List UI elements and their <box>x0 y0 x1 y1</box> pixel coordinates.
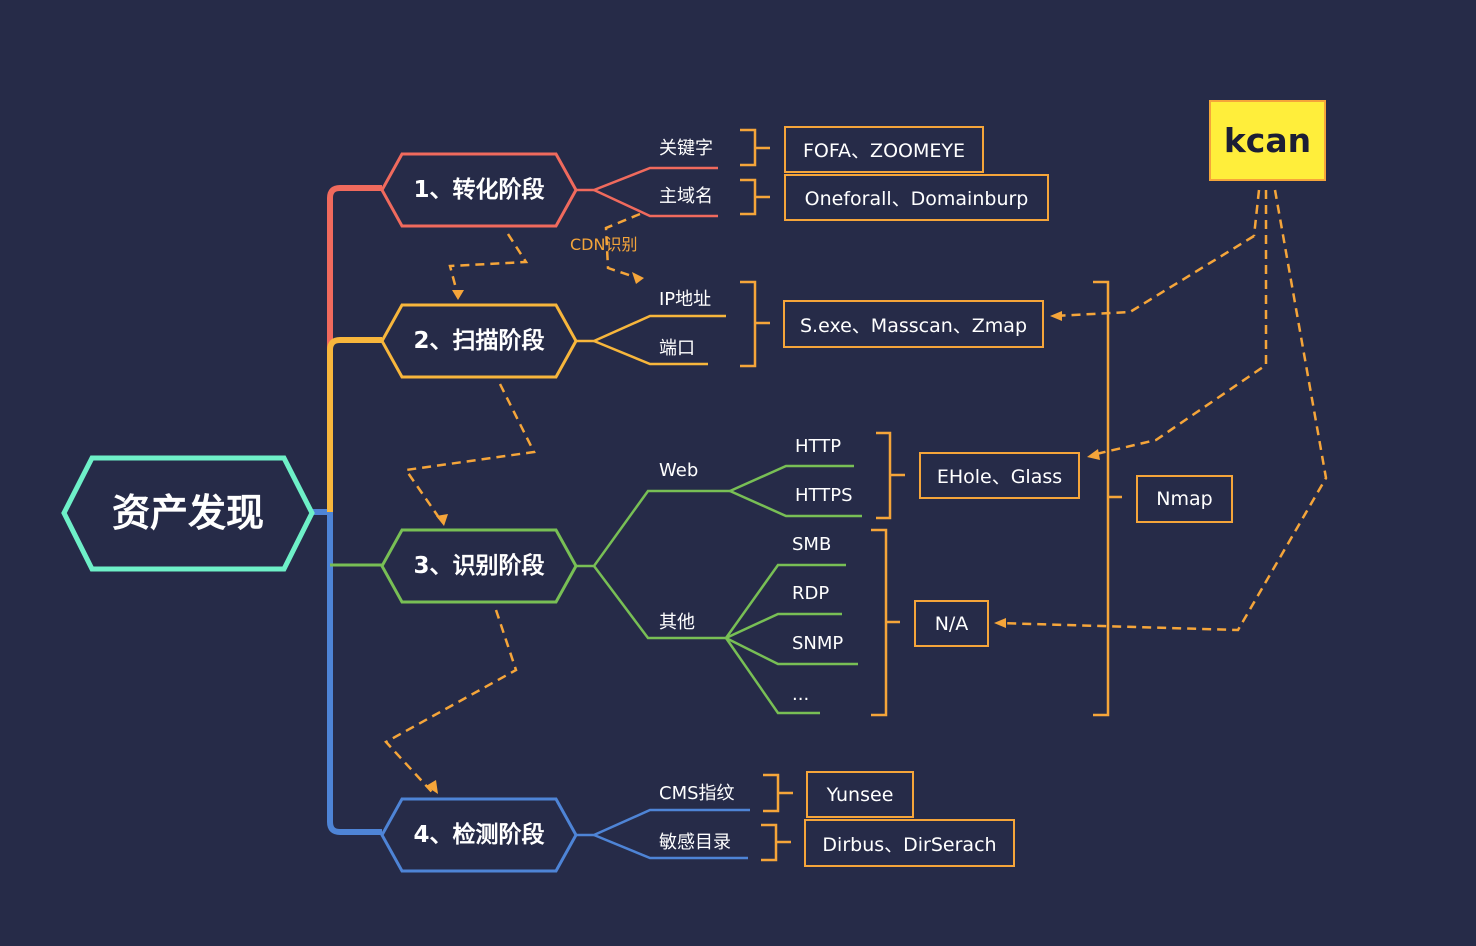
leaf-sensitive-dir: 敏感目录 <box>659 832 731 853</box>
tool-box-dirbus[interactable]: Dirbus、DirSerach <box>804 819 1015 867</box>
root-node-shape <box>61 455 315 572</box>
tool-box-yunsee[interactable]: Yunsee <box>806 771 914 818</box>
stage-1-node[interactable]: 1、转化阶段 <box>413 177 545 203</box>
leaf-keyword: 关键字 <box>659 138 713 159</box>
tool-box-sexe[interactable]: S.exe、Masscan、Zmap <box>783 300 1044 348</box>
leaf-cms-fingerprint: CMS指纹 <box>659 783 735 804</box>
stage-4-node[interactable]: 4、检测阶段 <box>413 822 545 848</box>
tool-box-nmap[interactable]: Nmap <box>1136 475 1233 523</box>
leaf-snmp: SNMP <box>792 633 844 654</box>
group-other: 其他 <box>659 612 695 633</box>
group-web: Web <box>659 460 699 481</box>
kcan-box[interactable]: kcan <box>1209 100 1326 181</box>
cdn-annotation: CDN识别 <box>570 235 638 254</box>
tool-box-na[interactable]: N/A <box>914 600 989 647</box>
leaf-rdp: RDP <box>792 583 830 604</box>
tool-box-fofa[interactable]: FOFA、ZOOMEYE <box>784 126 984 173</box>
leaf-http: HTTP <box>795 436 842 457</box>
tool-box-oneforall[interactable]: Oneforall、Domainburp <box>784 174 1049 221</box>
leaf-smb: SMB <box>792 534 832 555</box>
leaf-ip-address: IP地址 <box>659 289 712 310</box>
stage-3-node[interactable]: 3、识别阶段 <box>413 553 545 579</box>
leaf-ellipsis: ... <box>792 684 810 705</box>
leaf-https: HTTPS <box>795 485 853 506</box>
root-node[interactable]: 资产发现 <box>111 491 264 535</box>
stage-2-node[interactable]: 2、扫描阶段 <box>413 328 545 354</box>
tool-box-ehole[interactable]: EHole、Glass <box>919 452 1080 499</box>
leaf-port: 端口 <box>659 338 695 359</box>
leaf-main-domain: 主域名 <box>659 186 713 207</box>
